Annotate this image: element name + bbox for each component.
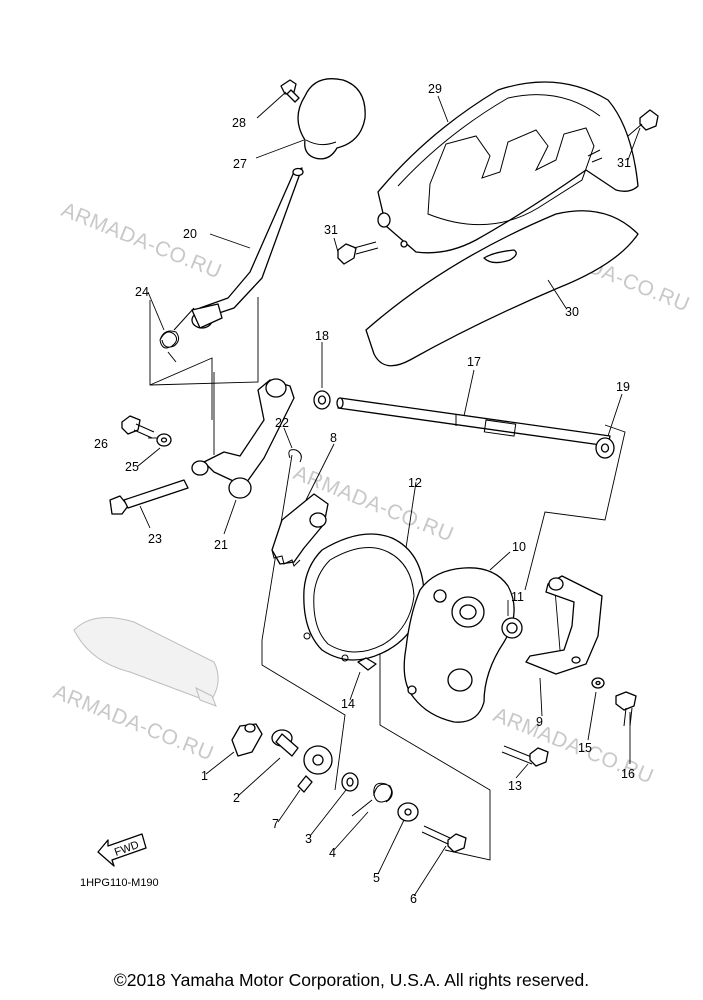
callout-31-lower: 31 (324, 223, 338, 237)
callout-28: 28 (232, 116, 246, 130)
callout-10: 10 (512, 540, 526, 554)
part-23-bolt (109, 479, 189, 515)
part-9-link-arm (525, 575, 603, 675)
part-22-clip (288, 449, 302, 463)
callout-25: 25 (125, 460, 139, 474)
part-27-knob (297, 78, 366, 160)
part-15-washer (591, 677, 605, 689)
part-31-bolt-lower (337, 240, 408, 265)
callout-11: 11 (511, 590, 524, 604)
part-18-bushing (313, 390, 331, 410)
callout-15: 15 (578, 741, 592, 755)
callout-14: 14 (341, 697, 355, 711)
callout-3: 3 (305, 832, 312, 846)
part-4-torsion-spring (351, 782, 393, 817)
callout-8: 8 (330, 431, 337, 445)
part-13-bolt (501, 745, 549, 767)
callout-4: 4 (329, 846, 336, 860)
callout-21: 21 (214, 538, 228, 552)
callout-17: 17 (467, 355, 481, 369)
assembly-guides (149, 297, 626, 861)
part-1-stopper-lever (231, 723, 263, 757)
part-3-washer (341, 772, 359, 792)
part-28-screw (280, 79, 300, 103)
part-11-oil-seal (501, 617, 523, 639)
callout-16: 16 (621, 767, 635, 781)
part-30-guard (365, 210, 639, 367)
shift-drum-reference (73, 617, 219, 707)
callout-27: 27 (233, 157, 247, 171)
part-8-shift-segment (271, 493, 329, 567)
fwd-label: FWD (113, 839, 141, 859)
diagram-code: 1HPG110-M190 (80, 877, 159, 889)
callout-30: 30 (565, 305, 579, 319)
callout-22: 22 (275, 416, 289, 430)
callout-6: 6 (410, 892, 417, 906)
callout-20: 20 (183, 227, 197, 241)
callout-5: 5 (373, 871, 380, 885)
callout-19: 19 (616, 380, 630, 394)
part-26-bolt (121, 415, 155, 439)
callout-1: 1 (201, 769, 208, 783)
callout-23: 23 (148, 532, 162, 546)
part-10-case-cover (403, 567, 515, 723)
part-25-washer (156, 433, 172, 447)
callout-2: 2 (233, 791, 240, 805)
part-31-bolt-upper (627, 109, 659, 137)
fwd-arrow-icon: FWD (97, 833, 147, 867)
callout-29: 29 (428, 82, 442, 96)
part-17-shift-shaft (336, 397, 611, 447)
callout-26: 26 (94, 437, 108, 451)
part-14-dowel (357, 657, 377, 671)
part-7-star-segment (297, 745, 333, 793)
callouts: 28 27 20 24 29 31 31 30 18 17 19 22 8 26… (94, 82, 635, 906)
part-29-shift-cover (377, 81, 639, 254)
callout-7: 7 (272, 817, 279, 831)
part-6-bolt (421, 825, 467, 853)
callout-24: 24 (135, 285, 149, 299)
copyright-notice: ©2018 Yamaha Motor Corporation, U.S.A. A… (113, 970, 590, 990)
callout-9: 9 (536, 715, 543, 729)
part-21-shift-arm (191, 378, 295, 499)
callout-13: 13 (508, 779, 522, 793)
part-5-washer (397, 802, 419, 822)
part-24-spring (159, 307, 195, 363)
part-12-gasket (303, 533, 425, 662)
callout-18: 18 (315, 329, 329, 343)
leader-lines (137, 91, 641, 897)
callout-12: 12 (408, 476, 422, 490)
watermark-1: ARMADA-CO.RU (58, 198, 225, 283)
callout-31-upper: 31 (617, 156, 631, 170)
part-2-collar (271, 729, 299, 757)
part-20-shift-lever (191, 167, 304, 329)
part-19-bushing (595, 437, 615, 459)
part-16-bolt (615, 691, 637, 727)
